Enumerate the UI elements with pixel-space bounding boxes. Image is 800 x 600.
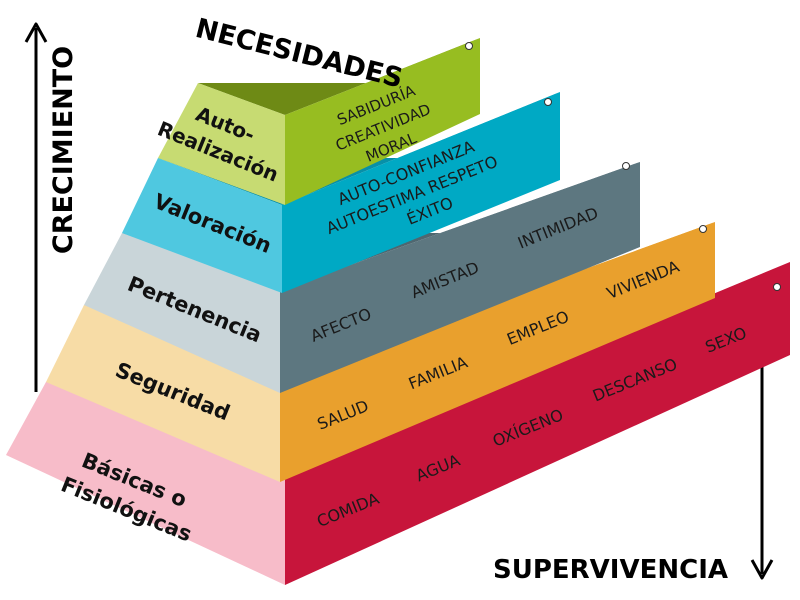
level-self-actualization: Auto- Realización SABIDURÍA CREATIVIDAD … xyxy=(154,38,480,205)
diagram-title: NECESIDADES xyxy=(192,13,406,94)
level-self-actualization-side xyxy=(285,38,480,205)
level-belonging-side xyxy=(280,162,640,393)
level-basic-pin-icon xyxy=(773,283,781,291)
arrow-up-icon xyxy=(24,22,48,43)
axis-up-label: CRECIMIENTO xyxy=(48,46,79,254)
level-esteem-front xyxy=(122,158,282,293)
level-safety-side xyxy=(280,222,715,482)
level-esteem-side xyxy=(282,92,560,293)
level-basic-side xyxy=(285,262,790,585)
level-self-actualization-top xyxy=(198,38,480,115)
growth-axis: CRECIMIENTO xyxy=(24,22,79,392)
level-esteem-pin-icon xyxy=(544,98,552,106)
level-basic-front xyxy=(6,382,285,585)
level-self-actualization-pin-icon xyxy=(465,42,473,50)
arrow-down-icon xyxy=(750,559,774,580)
level-safety-front xyxy=(46,305,280,482)
level-safety-pin-icon xyxy=(699,225,707,233)
level-belonging-pin-icon xyxy=(622,162,630,170)
axis-down-label: SUPERVIVENCIA xyxy=(493,555,728,585)
survival-axis: SUPERVIVENCIA xyxy=(493,358,774,585)
level-self-actualization-front xyxy=(158,83,285,205)
